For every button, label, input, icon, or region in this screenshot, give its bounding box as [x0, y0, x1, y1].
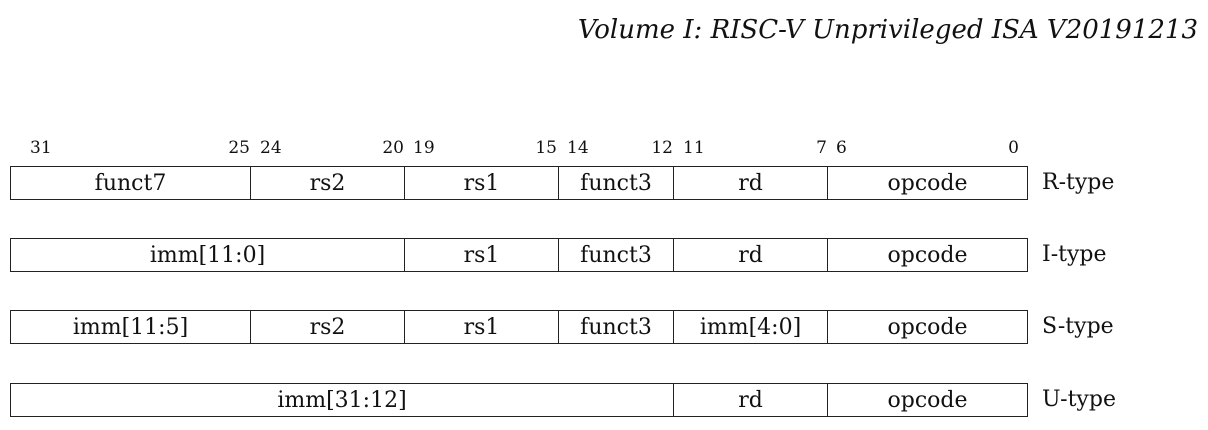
field-rs2: rs2	[251, 311, 405, 343]
field-rs1: rs1	[405, 239, 559, 271]
bit-number-31: 31	[30, 138, 52, 158]
r-type-label: R-type	[1042, 170, 1115, 195]
field-funct3: funct3	[559, 239, 674, 271]
field-rd: rd	[674, 384, 828, 416]
bit-number-6: 6	[836, 138, 847, 158]
u-type-format-row: imm[31:12] rd opcode	[10, 383, 1028, 417]
field-imm-31-12: imm[31:12]	[11, 384, 674, 416]
bit-number-19: 19	[413, 138, 435, 158]
bit-number-0: 0	[1008, 138, 1019, 158]
field-rd: rd	[674, 239, 828, 271]
field-imm-4-0: imm[4:0]	[674, 311, 828, 343]
r-type-format-row: funct7 rs2 rs1 funct3 rd opcode	[10, 166, 1028, 200]
field-opcode: opcode	[887, 314, 968, 340]
i-type-label: I-type	[1042, 242, 1107, 267]
field-rs1: rs1	[405, 167, 559, 199]
bit-number-14: 14	[567, 138, 589, 158]
field-imm-11-5: imm[11:5]	[11, 311, 251, 343]
page-header: Volume I: RISC-V Unprivileged ISA V20191…	[577, 15, 1198, 45]
field-opcode: opcode	[887, 170, 968, 196]
s-type-label: S-type	[1042, 314, 1114, 339]
field-rs1: rs1	[405, 311, 559, 343]
field-rd: rd	[674, 167, 828, 199]
field-funct7: funct7	[11, 167, 251, 199]
s-type-format-row: imm[11:5] rs2 rs1 funct3 imm[4:0] opcode	[10, 310, 1028, 344]
bit-number-24: 24	[260, 138, 282, 158]
bit-number-11: 11	[683, 138, 705, 158]
bit-number-12: 12	[651, 138, 673, 158]
bit-number-25: 25	[228, 138, 250, 158]
field-imm-11-0: imm[11:0]	[11, 239, 405, 271]
field-opcode: opcode	[887, 242, 968, 268]
u-type-label: U-type	[1042, 387, 1116, 412]
field-rs2: rs2	[251, 167, 405, 199]
bit-number-7: 7	[816, 138, 827, 158]
field-opcode: opcode	[887, 387, 968, 413]
bit-number-20: 20	[382, 138, 404, 158]
bit-number-15: 15	[535, 138, 557, 158]
field-funct3: funct3	[559, 311, 674, 343]
field-funct3: funct3	[559, 167, 674, 199]
i-type-format-row: imm[11:0] rs1 funct3 rd opcode	[10, 238, 1028, 272]
